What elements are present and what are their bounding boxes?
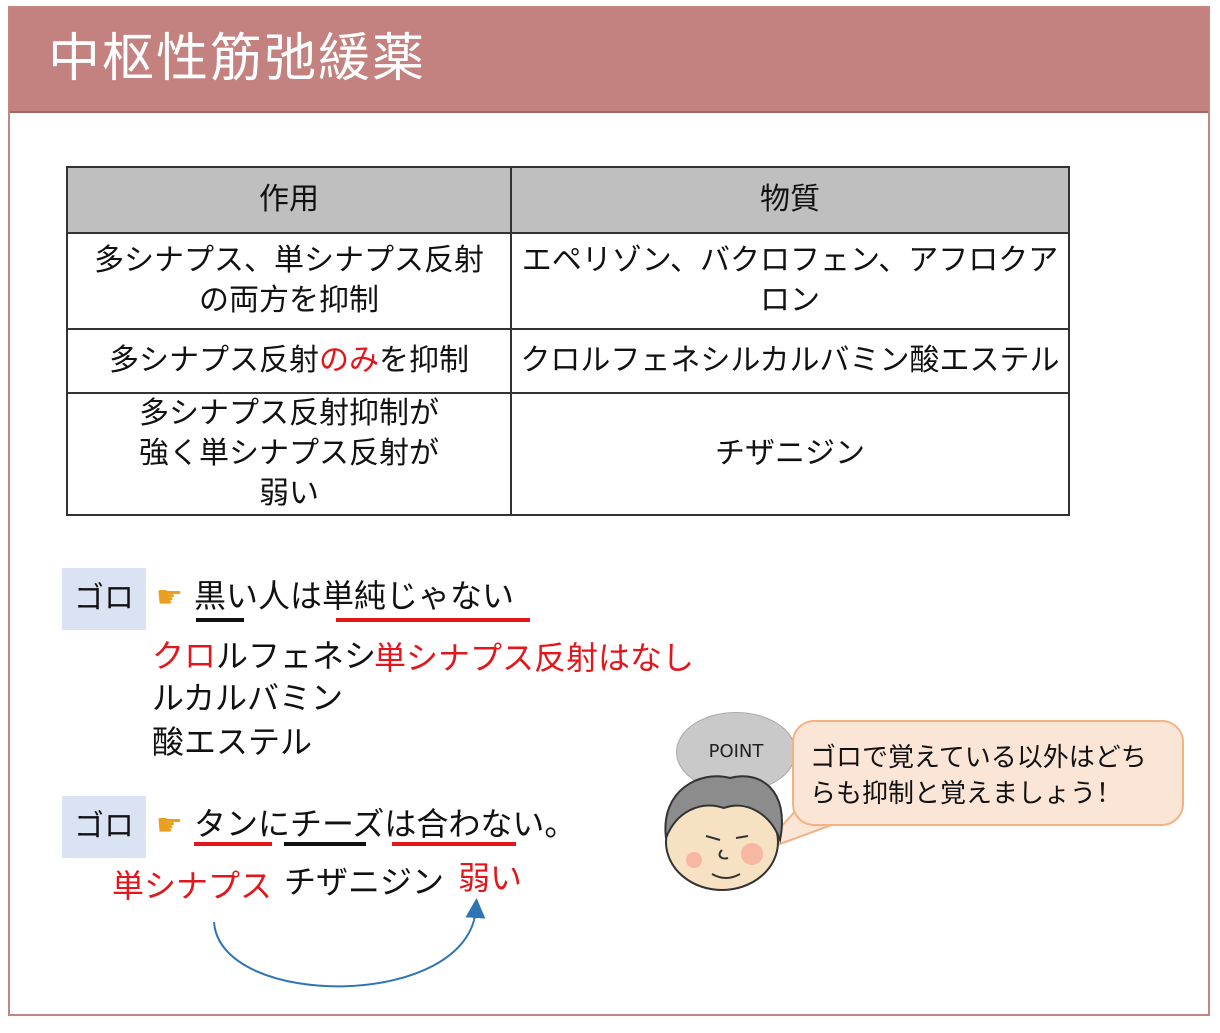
info-table: 作用 物質 多シナプス、単シナプス反射の両方を抑制 エペリゾン、バクロフェン、ア… [66,166,1070,516]
effect-text-post: を抑制 [379,343,469,378]
goro2-note-middle: チザニジン [284,863,445,901]
underline-red [392,842,516,846]
page-title: 中枢性筋弛緩薬 [48,29,427,89]
effect-text: 多シナプス反射抑制が強く単シナプス反射が弱い [139,396,439,511]
goro-badge: ゴロ [62,796,146,858]
table-cell-effect: 多シナプス、単シナプス反射の両方を抑制 [66,232,512,330]
goro-phrase: タンにチーズは合わない。 [194,805,577,843]
goro-badge: ゴロ [62,568,146,630]
table-cell-effect: 多シナプス反射抑制が強く単シナプス反射が弱い [66,392,512,516]
underline-red [336,618,530,622]
note-red-part: クロ [152,637,217,675]
table-header-effect: 作用 [66,166,512,234]
underline-black [196,618,244,622]
table-header-substance: 物質 [510,166,1070,234]
table-row: 多シナプス反射抑制が強く単シナプス反射が弱い チザニジン [66,392,1070,516]
goro-note-line3: 酸エステル [152,723,313,761]
underline-red [194,842,272,846]
table-row: 多シナプス反射のみを抑制 クロルフェネシルカルバミン酸エステル [66,328,1070,394]
pointing-hand-icon: ☛ [156,580,183,615]
effect-text-highlight: のみ [319,343,379,378]
page-frame [8,6,1210,1016]
table-cell-substance: エペリゾン、バクロフェン、アフロクアロン [510,232,1070,330]
effect-text-pre: 多シナプス反射 [109,343,319,378]
table-cell-substance: チザニジン [510,392,1070,516]
point-badge: POINT [676,712,796,792]
title-bar: 中枢性筋弛緩薬 [10,8,1208,113]
goro-note-line2: ルカルバミン [152,679,344,717]
table-header-row: 作用 物質 [66,166,1070,234]
goro-phrase: 黒い人は単純じゃない [194,577,515,615]
goro-note-line1: クロルフェネシ [152,636,376,676]
note-rest: ルフェネシ [216,637,377,675]
table-cell-effect: 多シナプス反射のみを抑制 [66,328,512,394]
goro-note-red: 単シナプス反射はなし [374,639,695,677]
pointing-hand-icon: ☛ [156,808,183,843]
effect-text: 多シナプス、単シナプス反射の両方を抑制 [94,243,484,318]
table-row: 多シナプス、単シナプス反射の両方を抑制 エペリゾン、バクロフェン、アフロクアロン [66,232,1070,330]
table-cell-substance: クロルフェネシルカルバミン酸エステル [510,328,1070,394]
speech-bubble: ゴロで覚えている以外はどちらも抑制と覚えましょう！ [792,720,1184,826]
goro2-note-left: 単シナプス [112,867,273,905]
goro2-note-right: 弱い [458,859,523,897]
underline-black [284,842,366,846]
